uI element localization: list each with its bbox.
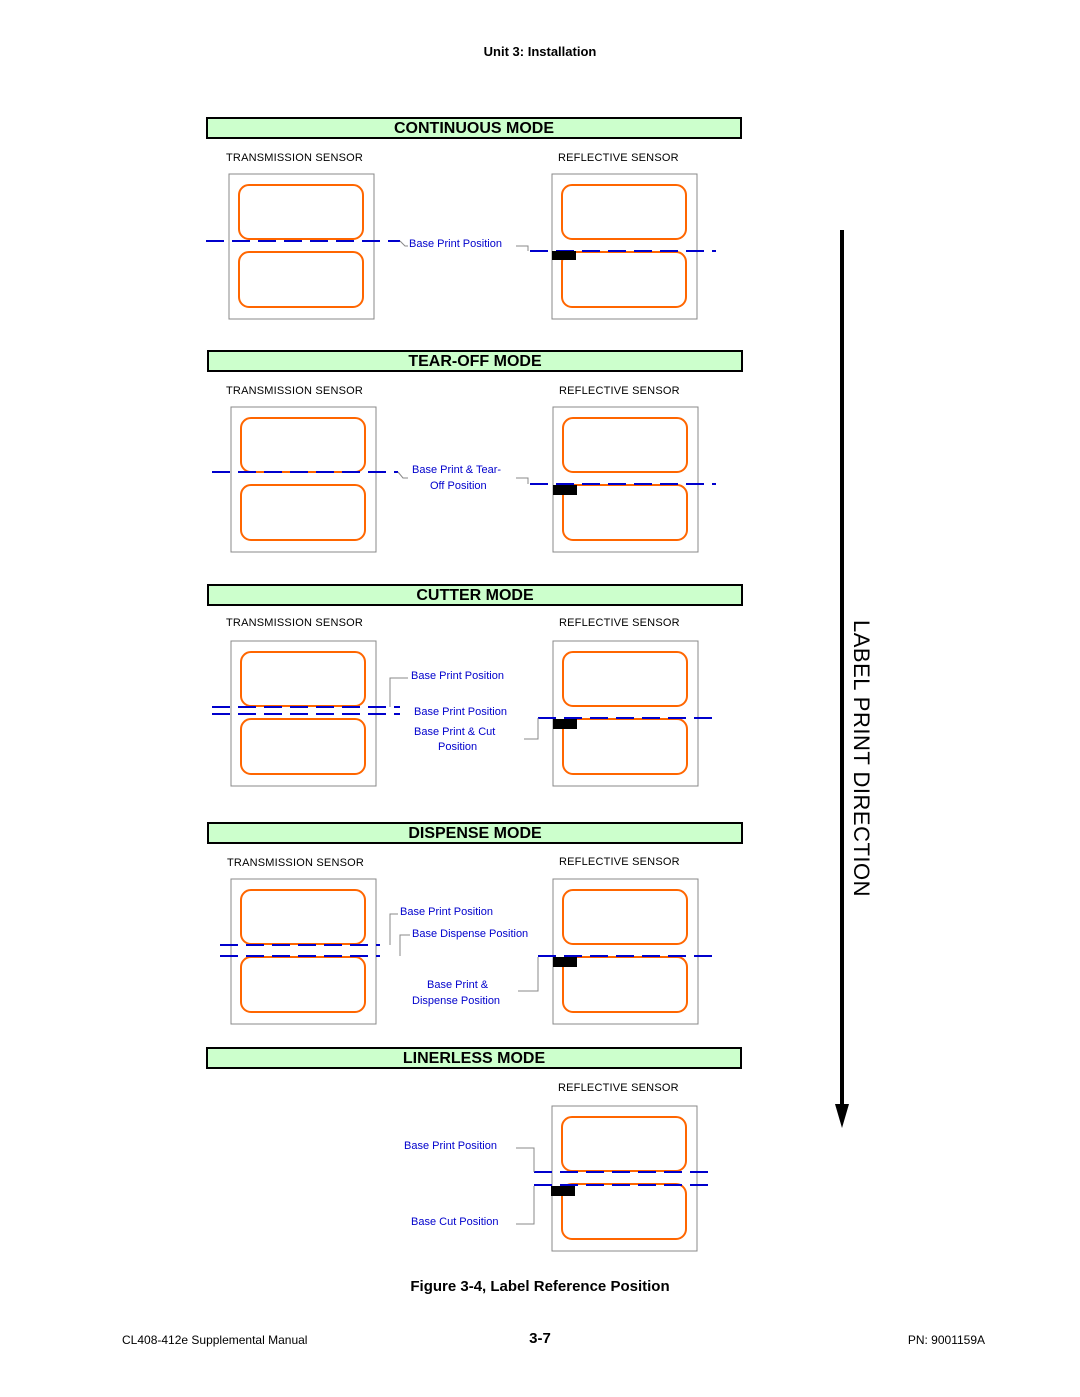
reflective-sensor-label: REFLECTIVE SENSOR xyxy=(558,1082,679,1094)
reflective-sensor-label: REFLECTIVE SENSOR xyxy=(559,385,680,397)
callout-label: Base Print Position xyxy=(411,670,504,682)
transmission-sensor-label: TRANSMISSION SENSOR xyxy=(226,617,364,629)
footer-manual-title: CL408-412e Supplemental Manual xyxy=(122,1333,308,1347)
label-sheet xyxy=(552,406,699,553)
mode-title-tearoff: TEAR-OFF MODE xyxy=(207,350,743,372)
label-sheet xyxy=(552,878,699,1025)
label-sheet xyxy=(551,1105,698,1252)
figure-caption: Figure 3-4, Label Reference Position xyxy=(410,1278,670,1295)
mode-title-continuous: CONTINUOUS MODE xyxy=(206,117,742,139)
label-print-direction: LABEL PRINT DIRECTION xyxy=(849,620,874,898)
callout-label: Off Position xyxy=(430,480,487,492)
callout-label: Base Print & Cut xyxy=(414,726,496,738)
part-number: PN: 9001159A xyxy=(907,1333,985,1347)
page-header: Unit 3: Installation xyxy=(483,44,597,59)
callout-label: Base Print Position xyxy=(414,706,507,718)
sensor-mark xyxy=(552,251,576,260)
callout-label: Base Print & xyxy=(427,979,489,991)
transmission-sensor-label: TRANSMISSION SENSOR xyxy=(226,152,364,164)
callout-label: Position xyxy=(438,741,478,753)
callout-label: Base Dispense Position xyxy=(412,928,529,940)
callout-label: Base Cut Position xyxy=(411,1216,499,1228)
mode-title-cutter: CUTTER MODE xyxy=(207,584,743,606)
label-sheet xyxy=(552,640,699,787)
label-sheet xyxy=(228,173,375,320)
label-sheet xyxy=(551,173,698,320)
sensor-mark xyxy=(553,957,577,967)
arrow-head-icon xyxy=(835,1104,849,1128)
callout-label: Base Print Position xyxy=(400,906,493,918)
callout-label: Dispense Position xyxy=(412,995,501,1007)
sensor-mark xyxy=(553,719,577,729)
reflective-sensor-label: REFLECTIVE SENSOR xyxy=(558,152,679,164)
sensor-mark xyxy=(553,485,577,495)
label-sheet xyxy=(230,878,377,1025)
mode-title-dispense: DISPENSE MODE xyxy=(207,822,743,844)
page-number: 3-7 xyxy=(529,1330,551,1347)
label-sheet xyxy=(230,406,377,553)
reflective-sensor-label: REFLECTIVE SENSOR xyxy=(559,856,680,868)
transmission-sensor-label: TRANSMISSION SENSOR xyxy=(227,857,365,869)
mode-title-linerless: LINERLESS MODE xyxy=(206,1047,742,1069)
sensor-mark xyxy=(551,1186,575,1196)
callout-label: Base Print Position xyxy=(404,1140,497,1152)
callout-label: Base Print & Tear- xyxy=(412,464,502,476)
callout-label: Base Print Position xyxy=(409,238,502,250)
reflective-sensor-label: REFLECTIVE SENSOR xyxy=(559,617,680,629)
transmission-sensor-label: TRANSMISSION SENSOR xyxy=(226,385,364,397)
